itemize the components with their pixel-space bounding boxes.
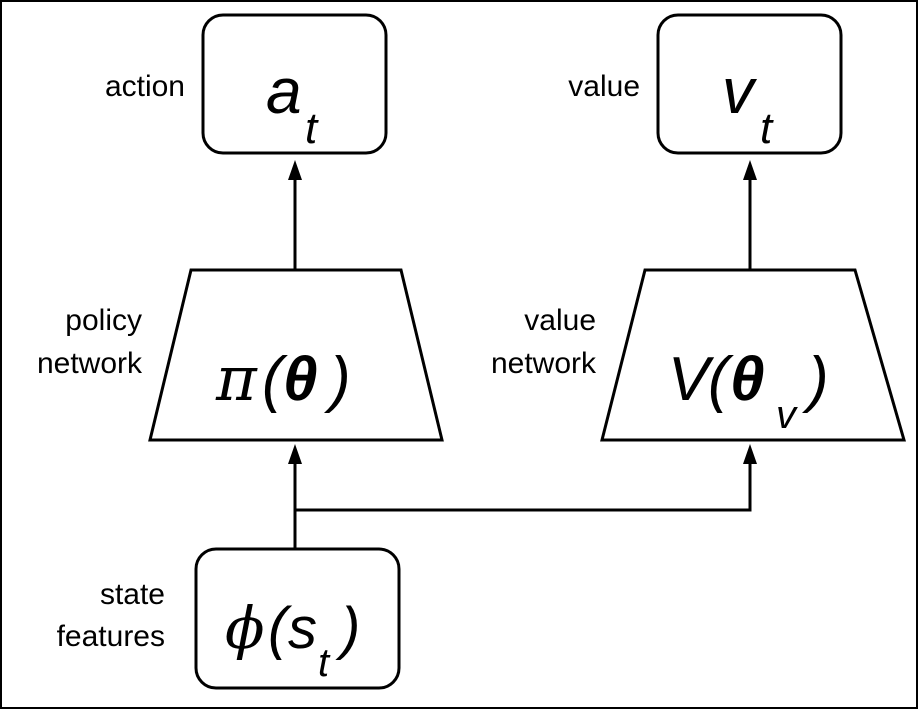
value-network-shape — [600, 268, 906, 442]
state-features-label-line2: features — [57, 620, 165, 653]
state-to-value-network-connector — [295, 462, 752, 512]
policy-theta-symbol: θ — [283, 345, 318, 414]
action-symbol: a — [266, 55, 302, 127]
value-network-input-arrowhead — [743, 444, 757, 464]
action-arrowhead — [288, 160, 302, 180]
value-box — [656, 13, 843, 155]
value-network-label-line2: network — [491, 347, 597, 380]
policy-input-arrowhead — [288, 444, 302, 464]
value-symbol: v — [722, 55, 758, 127]
value-network-theta-symbol: θ — [730, 345, 765, 414]
policy-pi-symbol: π — [215, 342, 258, 415]
value-network-label-line1: value — [524, 304, 596, 337]
policy-network-shape — [148, 268, 444, 442]
state-phi-symbol: ϕ — [225, 594, 265, 662]
action-subscript: t — [305, 104, 319, 153]
action-label: action — [105, 70, 185, 103]
state-features-box — [194, 547, 401, 690]
policy-network-label-line1: policy — [65, 304, 142, 337]
action-box — [201, 13, 388, 155]
policy-network-label-line2: network — [37, 347, 143, 380]
state-s-symbol: s — [288, 596, 317, 661]
value-network-subscript: v — [776, 393, 798, 437]
state-features-label-line1: state — [100, 578, 165, 611]
value-network-V-symbol: V — [668, 345, 715, 414]
state-subscript: t — [318, 641, 331, 685]
value-subscript: t — [760, 104, 774, 153]
value-label: value — [568, 70, 640, 103]
value-arrowhead — [743, 160, 757, 180]
